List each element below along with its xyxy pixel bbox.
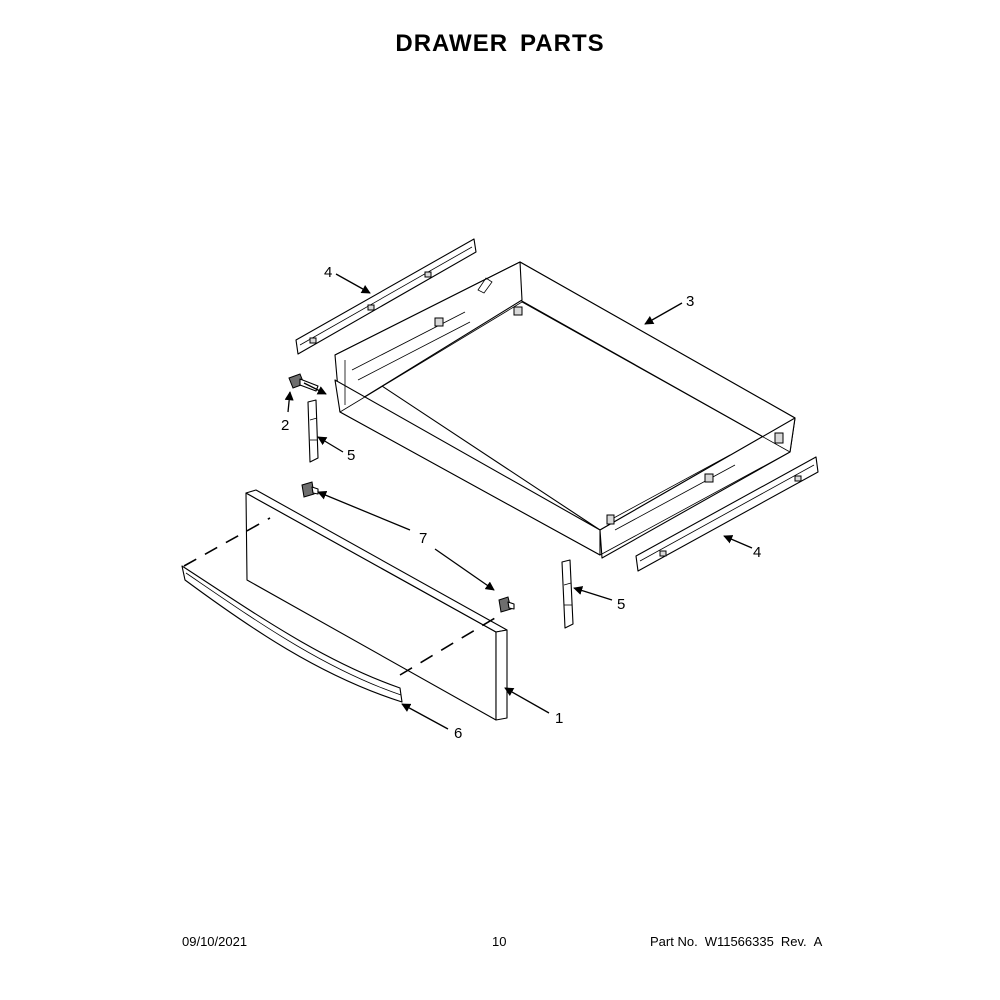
leader-lines bbox=[284, 273, 753, 730]
callout-stud: 7 bbox=[419, 530, 427, 547]
revision-label: Rev. bbox=[780, 934, 807, 949]
callout-rail-right: 4 bbox=[753, 544, 761, 561]
page-title: DRAWER PARTS bbox=[0, 30, 1000, 58]
drawer-box bbox=[334, 261, 796, 559]
stud-lower bbox=[498, 596, 515, 613]
callout-rail-left: 4 bbox=[324, 264, 332, 281]
slide-rail-right bbox=[635, 456, 819, 572]
bracket-left bbox=[307, 399, 319, 463]
footer-date: 09/10/2021 bbox=[182, 934, 248, 949]
assembly-dash-lines bbox=[183, 517, 501, 676]
revision-value: A bbox=[813, 934, 823, 949]
part-number-label: Part No. bbox=[650, 934, 698, 949]
drawer-handle bbox=[181, 565, 403, 703]
callout-bracket-left: 5 bbox=[347, 447, 355, 464]
callout-front-panel: 1 bbox=[555, 710, 563, 727]
callout-bracket-right: 5 bbox=[617, 596, 625, 613]
drawer-front-panel bbox=[245, 489, 508, 721]
title-word-drawer: DRAWER bbox=[395, 30, 509, 57]
slide-rail-left bbox=[295, 238, 477, 355]
footer-part-info: Part No. W11566335 Rev. A bbox=[650, 934, 822, 949]
title-word-parts: PARTS bbox=[520, 30, 605, 57]
footer-page-number: 10 bbox=[492, 934, 507, 949]
bracket-right bbox=[561, 559, 574, 629]
callout-drawer-box: 3 bbox=[686, 293, 694, 310]
callout-screw: 2 bbox=[281, 417, 289, 434]
part-number: W11566335 bbox=[704, 934, 774, 949]
stud-upper bbox=[301, 481, 319, 498]
callout-handle: 6 bbox=[454, 725, 462, 742]
